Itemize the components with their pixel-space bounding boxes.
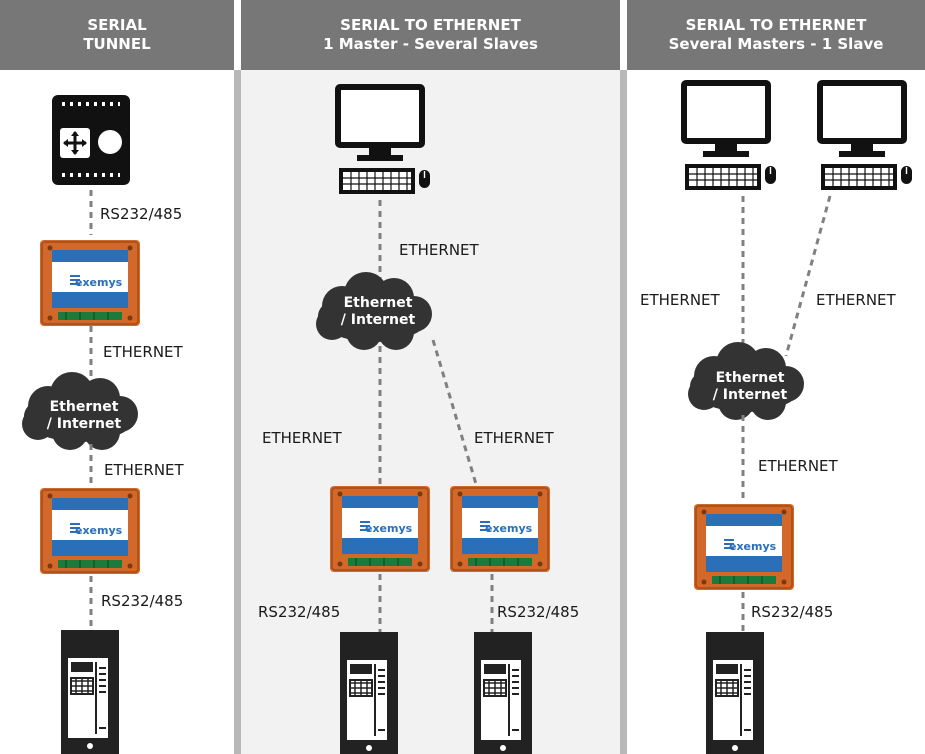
link-label-ethernet: ETHERNET <box>474 429 555 447</box>
link-label-rs232: RS232/485 <box>101 592 183 610</box>
header-line-1: SERIAL TO ETHERNET <box>685 16 867 34</box>
link-label-ethernet: ETHERNET <box>103 343 184 361</box>
serial-device-icon <box>339 631 399 754</box>
serial-device-icon <box>705 631 765 754</box>
column-separator-2 <box>620 70 627 754</box>
link-label-ethernet: ETHERNET <box>399 241 480 259</box>
device-brand: exemys <box>729 540 777 553</box>
cloud-label-line-2: / Internet <box>47 416 122 432</box>
cloud-label-line-2: / Internet <box>713 387 788 403</box>
device-brand: exemys <box>75 524 123 537</box>
computer-icon <box>684 83 776 190</box>
header-line-2: 1 Master - Several Slaves <box>323 35 538 53</box>
serial-device-icon <box>60 629 120 754</box>
cloud-label-line-1: Ethernet <box>344 295 413 311</box>
header-serial-tunnel: SERIAL TUNNEL <box>0 0 234 70</box>
link-label-rs232: RS232/485 <box>100 205 182 223</box>
cloud-icon <box>316 272 432 350</box>
device-brand: exemys <box>75 276 123 289</box>
column-one-master-several-slaves: ETHERNET Ethernet / Internet ETHERNET ET… <box>258 87 579 754</box>
cloud-label-line-1: Ethernet <box>716 370 785 386</box>
device-brand: exemys <box>485 522 533 535</box>
header-several-masters-one-slave: SERIAL TO ETHERNET Several Masters - 1 S… <box>627 0 925 70</box>
device-brand: exemys <box>365 522 413 535</box>
link-label-rs232: RS232/485 <box>497 603 579 621</box>
link-label-ethernet: ETHERNET <box>262 429 343 447</box>
cloud-label-line-2: / Internet <box>341 312 416 328</box>
header-line-2: Several Masters - 1 Slave <box>668 35 884 53</box>
link-label-rs232: RS232/485 <box>751 603 833 621</box>
computer-icon <box>338 87 430 194</box>
link-label-ethernet: ETHERNET <box>758 457 839 475</box>
column-separator-1 <box>234 70 241 754</box>
computer-icon <box>820 83 912 190</box>
header-line-1: SERIAL <box>87 16 147 34</box>
link-label-ethernet: ETHERNET <box>816 291 897 309</box>
header-line-2: TUNNEL <box>83 35 151 53</box>
header-one-master-several-slaves: SERIAL TO ETHERNET 1 Master - Several Sl… <box>241 0 620 70</box>
link-label-ethernet: ETHERNET <box>104 461 185 479</box>
link-label-rs232: RS232/485 <box>258 603 340 621</box>
serial-device-icon <box>473 631 533 754</box>
plc-icon <box>52 95 130 185</box>
link-label-ethernet: ETHERNET <box>640 291 721 309</box>
column-serial-tunnel: RS232/485 exemys ETHERNET Ethernet / Int… <box>22 95 185 754</box>
cloud-label-line-1: Ethernet <box>50 399 119 415</box>
column-2-background <box>241 0 620 754</box>
header-line-1: SERIAL TO ETHERNET <box>340 16 521 34</box>
column-several-masters-one-slave: ETHERNET ETHERNET Ethernet / Internet ET… <box>640 83 912 754</box>
